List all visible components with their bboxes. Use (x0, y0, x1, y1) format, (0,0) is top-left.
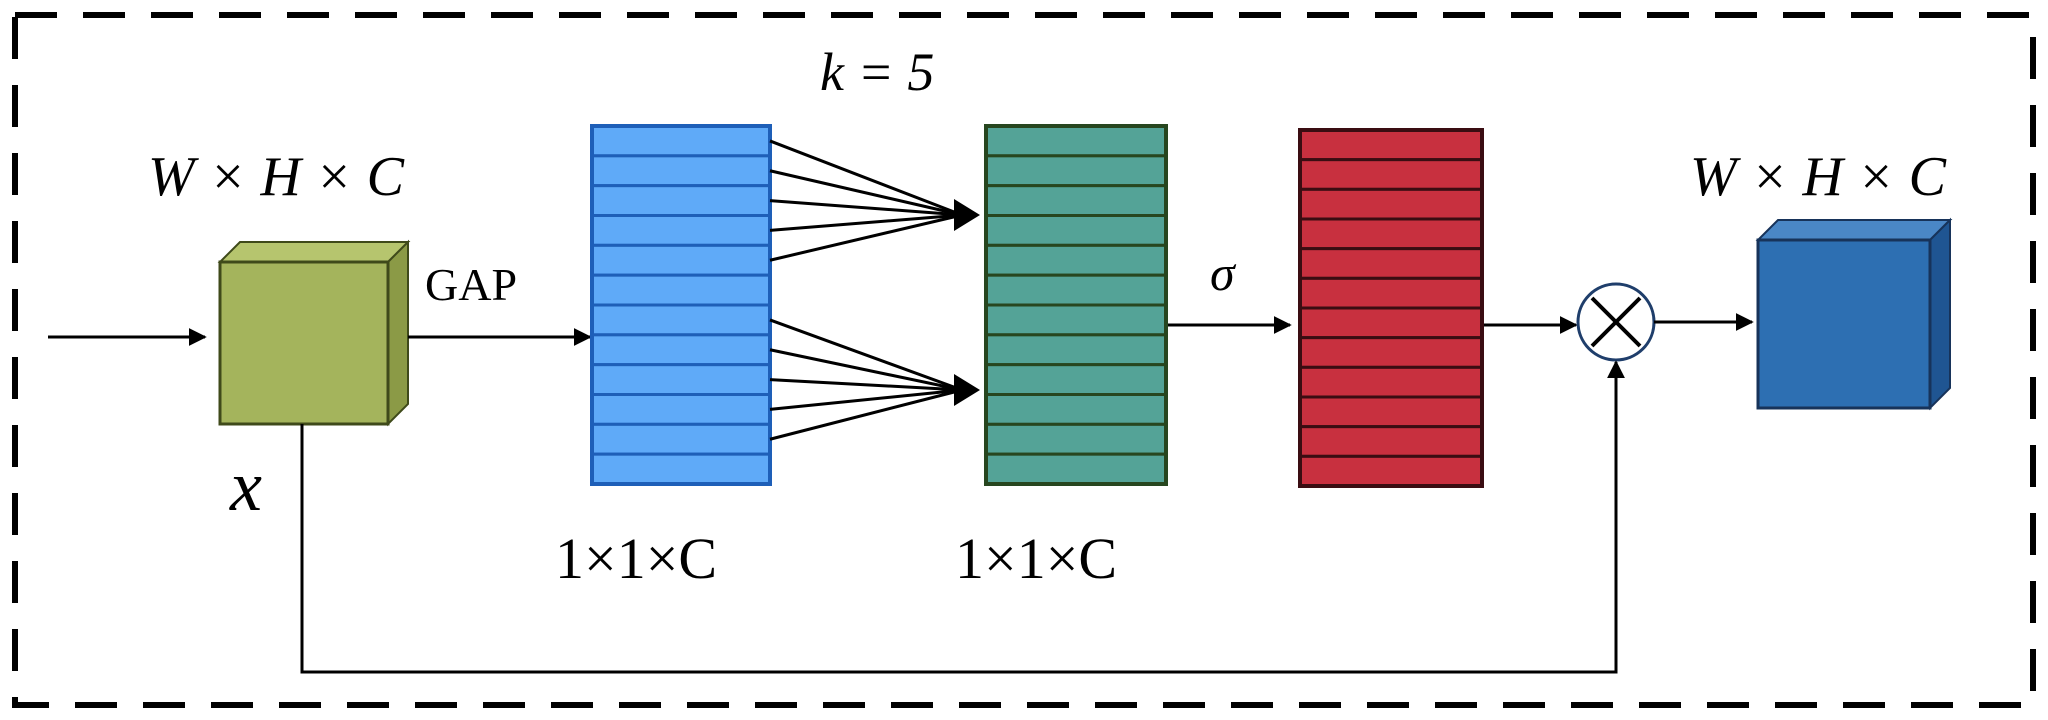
conv1d-line (769, 139, 963, 217)
conv1d-line (769, 169, 963, 217)
weights-vector-segment (1298, 128, 1484, 162)
conv-vector-segment (984, 124, 1168, 158)
kernel-size-label: k = 5 (820, 42, 934, 102)
attention-weights-vector (1298, 128, 1484, 488)
conv-vector-dims-label: 1×1×C (955, 526, 1117, 591)
conv1d-line (769, 348, 963, 392)
conv-vector-segment (984, 333, 1168, 367)
gap-vector-segment (590, 154, 772, 188)
input-cube (217, 239, 411, 427)
weights-vector-segment (1298, 395, 1484, 429)
weights-vector-segment (1298, 247, 1484, 280)
weights-vector-segment (1298, 217, 1484, 251)
conv1d-line (769, 318, 963, 392)
dashed-frame (12, 12, 2036, 708)
input-variable-label: x (229, 446, 262, 526)
gap-label: GAP (425, 259, 517, 310)
gap-output-vector (590, 124, 772, 486)
weights-vector-segment (1298, 365, 1484, 399)
conv-vector-segment (984, 422, 1168, 456)
output-cube (1755, 217, 1953, 411)
gap-vector-segment (590, 452, 772, 486)
multiply-node (1576, 282, 1656, 362)
gap-vector-segment (590, 273, 772, 307)
conv-vector-segment (984, 243, 1168, 277)
conv-vector-segment (984, 273, 1168, 307)
input-dims-label: W × H × C (148, 146, 405, 208)
weights-vector-segment (1298, 454, 1484, 488)
weights-vector-outline (1298, 128, 1484, 488)
weights-vector-segment (1298, 158, 1484, 191)
gap-vector-segment (590, 214, 772, 247)
weights-vector-segment (1298, 425, 1484, 458)
gap-vector-segment (590, 422, 772, 456)
conv-output-vector (984, 124, 1168, 486)
gap-vector-segment (590, 393, 772, 426)
conv1d-line (769, 199, 963, 217)
gap-vector-segment (590, 184, 772, 218)
input-cube-face (218, 260, 390, 426)
conv-vector-segment (984, 214, 1168, 247)
gap-vector-dims-label: 1×1×C (555, 526, 717, 591)
conv1d-line (769, 213, 963, 262)
gap-vector-segment (590, 363, 772, 396)
conv1d-arrowhead (954, 199, 980, 231)
conv1d-connections (769, 139, 980, 441)
gap-vector-segment (590, 333, 772, 367)
conv1d-line (769, 213, 963, 232)
conv1d-line (769, 378, 963, 392)
conv-vector-segment (984, 184, 1168, 218)
gap-vector-outline (590, 124, 772, 486)
output-cube-face (1756, 238, 1932, 410)
conv-vector-segment (984, 154, 1168, 188)
conv1d-line (769, 388, 963, 411)
conv-vector-outline (984, 124, 1168, 486)
conv1d-line (769, 388, 963, 441)
conv-vector-segment (984, 363, 1168, 396)
weights-vector-segment (1298, 336, 1484, 369)
gap-vector-segment (590, 124, 772, 158)
weights-vector-segment (1298, 306, 1484, 340)
sigmoid-label: σ (1210, 245, 1237, 301)
weights-vector-segment (1298, 187, 1484, 221)
skip-connection (300, 360, 1625, 674)
conv-vector-segment (984, 393, 1168, 426)
gap-vector-segment (590, 243, 772, 277)
conv1d-arrowhead (954, 374, 980, 406)
conv-vector-segment (984, 452, 1168, 486)
output-dims-label: W × H × C (1690, 146, 1947, 208)
conv-vector-segment (984, 303, 1168, 337)
gap-vector-segment (590, 303, 772, 337)
weights-vector-segment (1298, 276, 1484, 310)
